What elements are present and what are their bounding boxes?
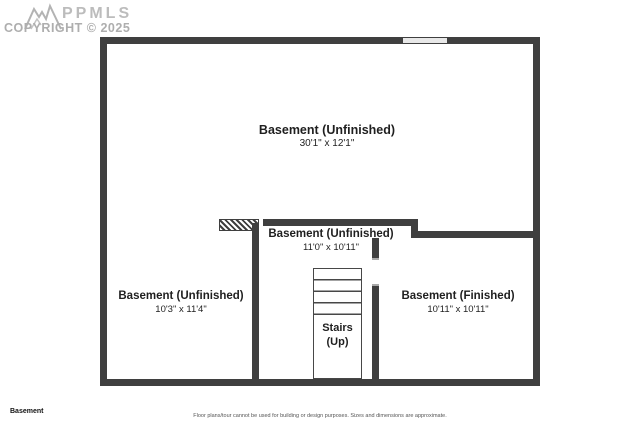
stairs-label-line1: Stairs: [322, 322, 353, 334]
room-name: Basement (Unfinished): [258, 123, 396, 137]
room-dims: 10'3" x 11'4": [155, 304, 207, 315]
room-label-basement-middle: Basement (Unfinished) 11'0" x 10'11": [268, 228, 393, 254]
room-dims: 10'11" x 10'11": [427, 304, 489, 315]
watermark-brand: PPMLS: [62, 5, 133, 22]
room-name: Basement (Finished): [401, 290, 515, 302]
room-label-basement-finished: Basement (Finished) 10'11" x 10'11": [401, 290, 514, 316]
watermark-copyright: COPYRIGHT © 2025: [4, 21, 131, 35]
door-jamb-top: [372, 258, 379, 260]
wall-finished-room-top: [411, 231, 537, 238]
mountain-logo-icon: [24, 3, 62, 30]
window-opening: [403, 37, 447, 44]
room-dims: 11'0" x 10'11": [303, 242, 359, 253]
room-dims: 30'1" x 12'1": [299, 138, 355, 149]
stairs-label: Stairs (Up): [314, 321, 361, 349]
wall-finished-room-left-lower: [372, 286, 379, 386]
stair-treads: [314, 269, 361, 327]
room-name: Basement (Unfinished): [118, 290, 244, 302]
disclaimer-text: Floor plans/tour cannot be used for buil…: [193, 413, 447, 419]
wall-middle-room-top: [263, 219, 418, 226]
wall-outer-top: [100, 37, 540, 44]
room-name: Basement (Unfinished): [268, 228, 394, 240]
wall-outer-right: [533, 37, 540, 386]
door-jamb-bottom: [372, 284, 379, 286]
floor-name-label: Basement: [10, 408, 44, 415]
stairs: Stairs (Up): [313, 268, 362, 379]
wall-finished-room-left-upper: [372, 238, 379, 258]
room-label-basement-large: Basement (Unfinished) 30'1" x 12'1": [259, 124, 395, 150]
wall-outer-left: [100, 37, 107, 386]
stairs-label-line2: (Up): [326, 336, 349, 348]
wall-step-vertical: [411, 219, 418, 238]
wall-left-room-right: [252, 223, 259, 386]
room-label-basement-left: Basement (Unfinished) 10'3" x 11'4": [118, 290, 243, 316]
wall-outer-bottom: [100, 379, 540, 386]
